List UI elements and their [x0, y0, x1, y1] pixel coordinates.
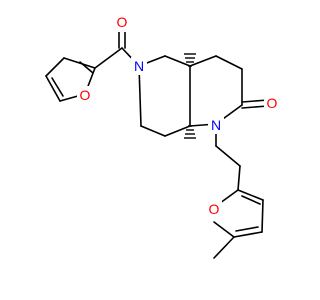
atom-labels: O N O O N O: [77, 14, 280, 218]
bond: [51, 77, 64, 97]
atom-oxygen-furan2: O: [209, 201, 220, 217]
atom-nitrogen-lactam: N: [211, 117, 221, 133]
bond: [79, 61, 94, 74]
atom-oxygen-lactam: O: [267, 95, 278, 111]
bond: [213, 236, 235, 259]
stereo-bonds: [184, 53, 196, 139]
bond: [63, 57, 96, 69]
atom-oxygen-furan1: O: [80, 87, 91, 103]
bond: [94, 47, 123, 69]
bond: [140, 125, 166, 137]
bond: [215, 145, 241, 167]
bond: [261, 199, 264, 233]
bond: [241, 195, 261, 205]
atom-nitrogen-piperidine: N: [134, 58, 144, 74]
bond: [45, 75, 61, 102]
bond: [233, 231, 263, 238]
bond: [138, 65, 142, 127]
bond: [241, 99, 269, 103]
bond: [237, 189, 264, 201]
bond: [164, 125, 191, 137]
bond: [241, 105, 269, 109]
bond: [235, 226, 259, 232]
bond: [215, 55, 243, 70]
bond: [189, 55, 217, 67]
bond: [164, 55, 191, 67]
bond: [213, 221, 235, 238]
bond: [45, 57, 65, 77]
molecule-structure: O N O O N O: [45, 14, 280, 259]
atom-oxygen-carbonyl: O: [117, 14, 128, 30]
bond: [237, 165, 241, 191]
hashed-wedge-bottom: [184, 125, 196, 139]
hashed-wedge-top: [184, 53, 196, 67]
bonds: [45, 29, 269, 259]
